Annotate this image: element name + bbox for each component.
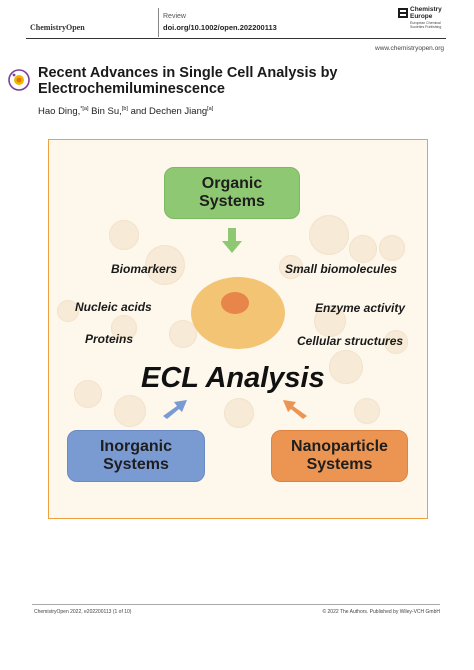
background-cell xyxy=(279,255,303,279)
ecl-analysis-title: ECL Analysis xyxy=(141,362,325,394)
journal-name: ChemistryOpen xyxy=(30,23,85,32)
inorganic-systems-box: Inorganic Systems xyxy=(67,430,205,482)
arrow-up-left-icon xyxy=(283,400,307,419)
background-cell xyxy=(57,300,79,322)
author-name: and Dechen Jiang xyxy=(130,106,208,118)
footer-citation: ChemistryOpen 2022, e202200113 (1 of 10) xyxy=(34,609,132,615)
background-cell xyxy=(354,398,380,424)
article-type: Review xyxy=(163,13,186,20)
background-cell xyxy=(384,330,408,354)
author-affiliation: *[a] xyxy=(80,106,89,112)
footer-copyright: © 2022 The Authors. Published by Wiley-V… xyxy=(322,609,440,615)
arrow-up-right-icon xyxy=(163,400,187,419)
doi-link[interactable]: doi.org/10.1002/open.202200113 xyxy=(163,23,277,32)
background-cell xyxy=(109,220,139,250)
footer-rule xyxy=(32,604,440,605)
cell-illustration xyxy=(191,277,285,349)
box-label-line: Systems xyxy=(306,456,373,473)
journal-website[interactable]: www.chemistryopen.org xyxy=(375,45,444,52)
label-cellular-structures: Cellular structures xyxy=(297,334,404,348)
background-cell xyxy=(169,320,197,348)
background-cell xyxy=(329,350,363,384)
background-cell xyxy=(111,315,137,341)
logo-text-line2: Europe xyxy=(410,13,433,20)
article-title: Recent Advances in Single Cell Analysis … xyxy=(38,65,338,97)
label-biomarkers: Biomarkers xyxy=(111,262,178,276)
background-cell xyxy=(309,215,349,255)
author-affiliation: [a] xyxy=(207,106,214,112)
author-name: Bin Su, xyxy=(91,106,122,118)
author-name: Hao Ding, xyxy=(38,106,81,118)
header-divider xyxy=(158,8,159,37)
background-cell xyxy=(379,235,405,261)
header-rule xyxy=(26,38,446,39)
label-small-biomolecules: Small biomolecules xyxy=(285,262,398,276)
logo-text-line1: Chemistry xyxy=(410,6,442,13)
author-list: Hao Ding,*[a] Bin Su,[b] and Dechen Jian… xyxy=(38,106,213,117)
nanoparticle-systems-box: Nanoparticle Systems xyxy=(271,430,408,482)
box-label-line: Inorganic xyxy=(99,438,172,455)
label-enzyme-activity: Enzyme activity xyxy=(315,301,406,315)
label-nucleic-acids: Nucleic acids xyxy=(75,300,152,314)
background-cell xyxy=(74,380,102,408)
background-cell xyxy=(224,398,254,428)
down-arrow-icon xyxy=(222,228,242,253)
background-cell xyxy=(314,305,346,337)
box-label-line: Nanoparticle xyxy=(291,438,388,455)
organic-systems-box: Organic Systems xyxy=(164,167,300,219)
chemistry-europe-logo-icon xyxy=(398,8,408,18)
publisher-logo: Chemistry Europe European Chemical Socie… xyxy=(398,6,448,36)
background-cell xyxy=(145,245,185,285)
background-cell xyxy=(114,395,146,427)
author-affiliation: [b] xyxy=(121,106,128,112)
box-label-line: Systems xyxy=(103,456,169,473)
label-proteins: Proteins xyxy=(85,332,134,346)
logo-subtext: European Chemical Societies Publishing xyxy=(410,21,442,29)
box-label-line: Systems xyxy=(199,193,265,210)
box-label-line: Organic xyxy=(201,175,263,192)
background-cell xyxy=(349,235,377,263)
article-topic-icon xyxy=(8,69,30,91)
graphical-abstract: Organic Systems Biomarkers Nucleic acids… xyxy=(48,139,428,519)
